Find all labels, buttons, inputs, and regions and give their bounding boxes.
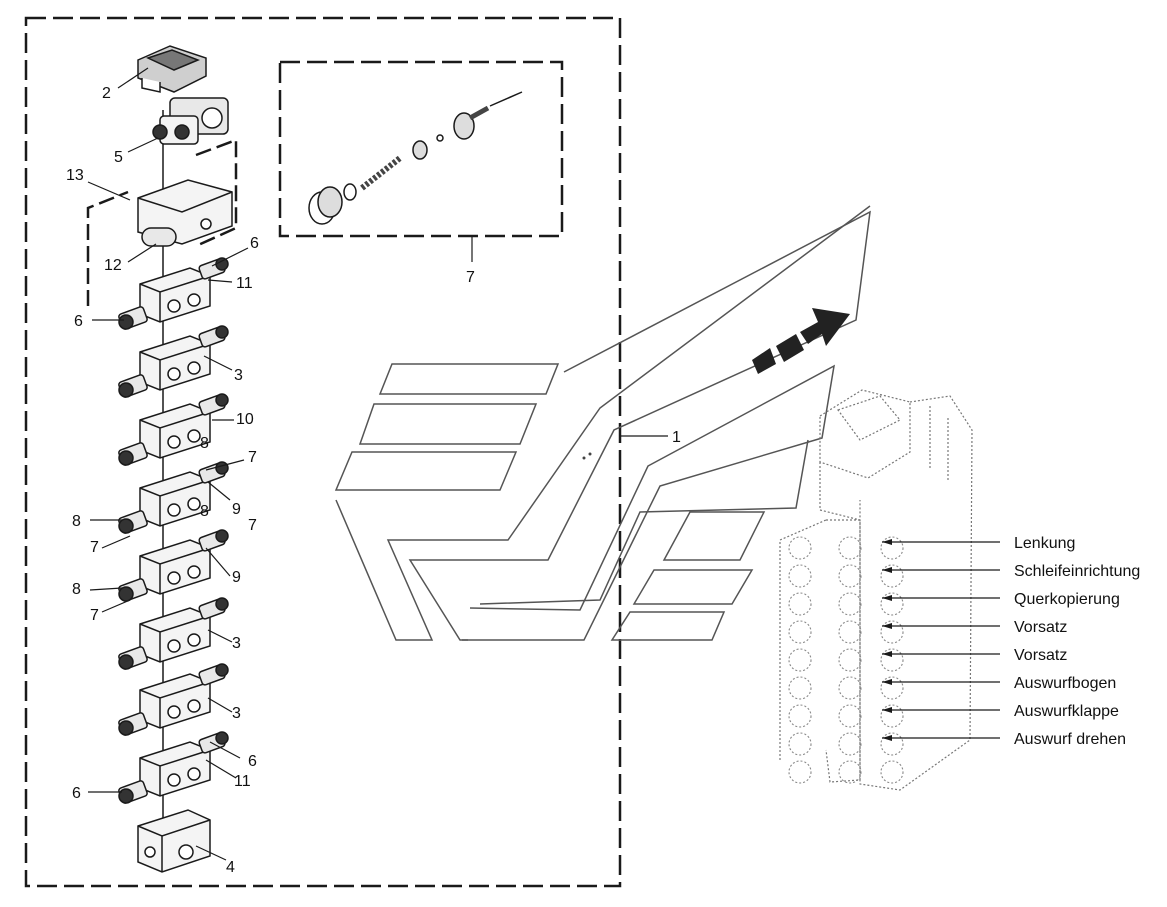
leader-arrowhead-icon xyxy=(882,567,892,573)
callout-11-bottom: 11 xyxy=(234,773,251,790)
ghost-port xyxy=(880,536,904,560)
callout-6-bottom-left: 6 xyxy=(72,785,81,802)
ghost-port xyxy=(838,592,862,616)
valve-section xyxy=(118,393,229,466)
ghost-port xyxy=(788,760,812,784)
ghost-port xyxy=(838,620,862,644)
connector-cover-part xyxy=(137,45,207,93)
assembled-valve-bank-ghost xyxy=(779,389,973,791)
valve-section xyxy=(118,731,229,804)
leader-arrowhead-icon xyxy=(882,623,892,629)
function-label: Vorsatz xyxy=(1014,647,1067,664)
leader-lines xyxy=(87,67,668,861)
callout-11-top: 11 xyxy=(236,275,253,292)
callout-7-d: 7 xyxy=(90,607,99,624)
ghost-port xyxy=(788,732,812,756)
callout-7-b: 7 xyxy=(248,517,257,534)
leader-arrowhead-icon xyxy=(882,595,892,601)
ghost-port xyxy=(880,704,904,728)
detail-box-7 xyxy=(278,60,564,238)
function-label: Auswurfklappe xyxy=(1014,703,1119,720)
callout-12: 12 xyxy=(104,257,122,274)
function-label: Schleifeinrichtung xyxy=(1014,563,1140,580)
leader-arrowhead-icon xyxy=(882,707,892,713)
ghost-port xyxy=(880,732,904,756)
valve-section xyxy=(118,529,229,602)
callout-1: 1 xyxy=(672,429,681,446)
ghost-port xyxy=(788,620,812,644)
ghost-port xyxy=(788,704,812,728)
callout-8-c: 8 xyxy=(200,503,209,520)
function-label: Auswurf drehen xyxy=(1014,731,1126,748)
ghost-port xyxy=(880,592,904,616)
ghost-port xyxy=(788,592,812,616)
exploded-view-frame xyxy=(24,16,622,888)
callout-7-detail-box: 7 xyxy=(466,269,475,286)
function-labels: LenkungSchleifeinrichtungQuerkopierungVo… xyxy=(1014,535,1140,748)
callout-13: 13 xyxy=(66,167,84,184)
ghost-port xyxy=(788,676,812,700)
pilot-solenoid-part xyxy=(152,97,229,145)
valve-section xyxy=(118,325,229,398)
callout-3-second: 3 xyxy=(232,635,241,652)
function-label: Vorsatz xyxy=(1014,619,1067,636)
function-label: Lenkung xyxy=(1014,535,1075,552)
callout-6-top-left: 6 xyxy=(74,313,83,330)
callout-5: 5 xyxy=(114,149,123,166)
ghost-port xyxy=(880,676,904,700)
valve-section xyxy=(118,461,229,534)
ghost-port xyxy=(838,760,862,784)
ghost-port xyxy=(838,732,862,756)
ghost-port xyxy=(788,648,812,672)
callout-9-b: 9 xyxy=(232,569,241,586)
adapter-block-part xyxy=(137,179,233,247)
callout-8-d: 8 xyxy=(72,581,81,598)
valve-section xyxy=(118,257,229,330)
callout-9-a: 9 xyxy=(232,501,241,518)
callout-3-first: 3 xyxy=(234,367,243,384)
leader-arrowhead-icon xyxy=(882,679,892,685)
ghost-port xyxy=(838,648,862,672)
ghost-port xyxy=(788,536,812,560)
ghost-port xyxy=(838,536,862,560)
cartridge-detail-parts xyxy=(308,91,523,225)
callout-6-bottom-right: 6 xyxy=(248,753,257,770)
function-label: Querkopierung xyxy=(1014,591,1120,608)
ghost-port xyxy=(880,564,904,588)
callout-2: 2 xyxy=(102,85,111,102)
valve-section xyxy=(118,597,229,670)
ghost-port xyxy=(880,620,904,644)
callout-10: 10 xyxy=(236,411,254,428)
function-leader-lines xyxy=(882,539,1000,741)
valve-section xyxy=(118,663,229,736)
callout-7-c: 7 xyxy=(90,539,99,556)
machine-outline-graphic xyxy=(334,205,871,641)
leader-arrowhead-icon xyxy=(882,651,892,657)
ghost-port xyxy=(838,676,862,700)
callout-8-a: 8 xyxy=(200,435,209,452)
valve-section-stack xyxy=(118,257,229,804)
end-plate-part xyxy=(137,809,211,873)
ghost-port xyxy=(788,564,812,588)
ghost-port xyxy=(880,648,904,672)
function-label: Auswurfbogen xyxy=(1014,675,1116,692)
ghost-port xyxy=(838,704,862,728)
ghost-port-array xyxy=(788,536,904,784)
ghost-port xyxy=(838,564,862,588)
callout-7-a: 7 xyxy=(248,449,257,466)
ghost-port xyxy=(880,760,904,784)
leader-arrowhead-icon xyxy=(882,735,892,741)
callout-6-top-right: 6 xyxy=(250,235,259,252)
callout-3-third: 3 xyxy=(232,705,241,722)
callout-4: 4 xyxy=(226,859,235,876)
group-13-outline xyxy=(86,138,238,306)
callout-8-b: 8 xyxy=(72,513,81,530)
leader-arrowhead-icon xyxy=(882,539,892,545)
direction-arrow-icon xyxy=(752,308,850,374)
